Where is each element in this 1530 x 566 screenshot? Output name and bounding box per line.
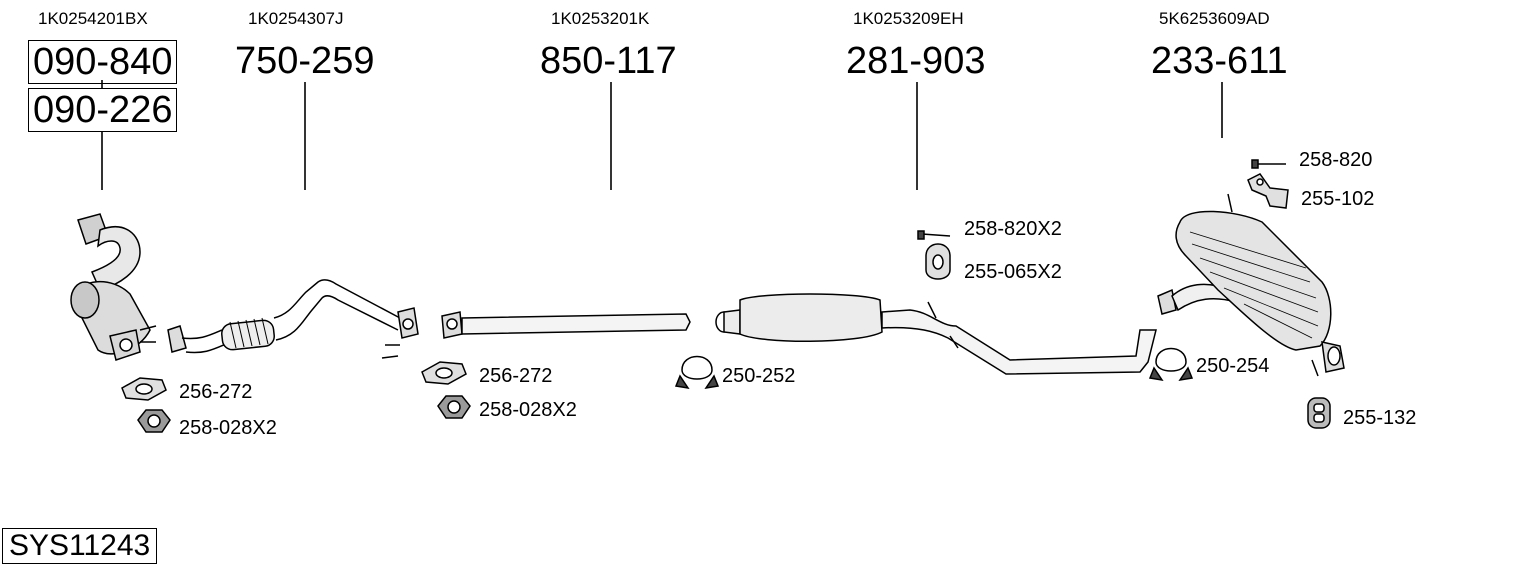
system-code: SYS11243 [2,528,158,564]
nut-2-icon [437,395,471,419]
oem-number-part1: 1K0254201BX [38,9,148,28]
accessory-label-clamp-2[interactable]: 250-254 [1196,355,1270,377]
part-number-4[interactable]: 281-903 [846,40,986,82]
oem-number-part5: 5K6253609AD [1159,9,1270,28]
accessory-label-clamp-1[interactable]: 250-252 [722,365,796,387]
rear-silencer-drawing [1157,193,1345,377]
clamp-2-icon [1148,347,1194,382]
part-number-2[interactable]: 750-259 [235,40,375,82]
accessory-label-bolt-2[interactable]: 258-820 [1299,149,1373,171]
hanger-1-icon [925,243,951,280]
bolt-2-icon [1251,159,1286,169]
oem-number-part3: 1K0253201K [551,9,650,28]
part-number-3[interactable]: 850-117 [540,40,677,82]
accessory-label-nut-2[interactable]: 258-028X2 [479,399,577,421]
hanger-2-icon [1307,397,1331,429]
centre-silencer-drawing [715,293,1157,375]
gasket-2-icon [421,361,467,385]
accessory-label-bolt-1[interactable]: 258-820X2 [964,218,1062,240]
bolt-1-icon [917,230,951,240]
oem-number-part2: 1K0254307J [248,9,344,28]
part-number-box-1b[interactable]: 090-226 [28,88,178,132]
accessory-label-gasket-1[interactable]: 256-272 [179,381,253,403]
accessory-label-hanger-2[interactable]: 255-132 [1343,407,1417,429]
gasket-1-icon [121,377,167,401]
catalytic-converter-drawing [70,213,157,361]
accessory-label-bracket-1[interactable]: 255-102 [1301,188,1375,210]
intermediate-pipe-drawing [441,311,691,339]
part-number-box-1a[interactable]: 090-840 [28,40,178,84]
clamp-1-icon [674,355,720,390]
front-pipe-drawing [167,279,419,359]
nut-1-icon [137,409,171,433]
accessory-label-nut-1[interactable]: 258-028X2 [179,417,277,439]
accessory-label-hanger-1[interactable]: 255-065X2 [964,261,1062,283]
part-number-5[interactable]: 233-611 [1151,40,1288,82]
accessory-label-gasket-2[interactable]: 256-272 [479,365,553,387]
bracket-1-icon [1247,173,1289,209]
oem-number-part4: 1K0253209EH [853,9,964,28]
